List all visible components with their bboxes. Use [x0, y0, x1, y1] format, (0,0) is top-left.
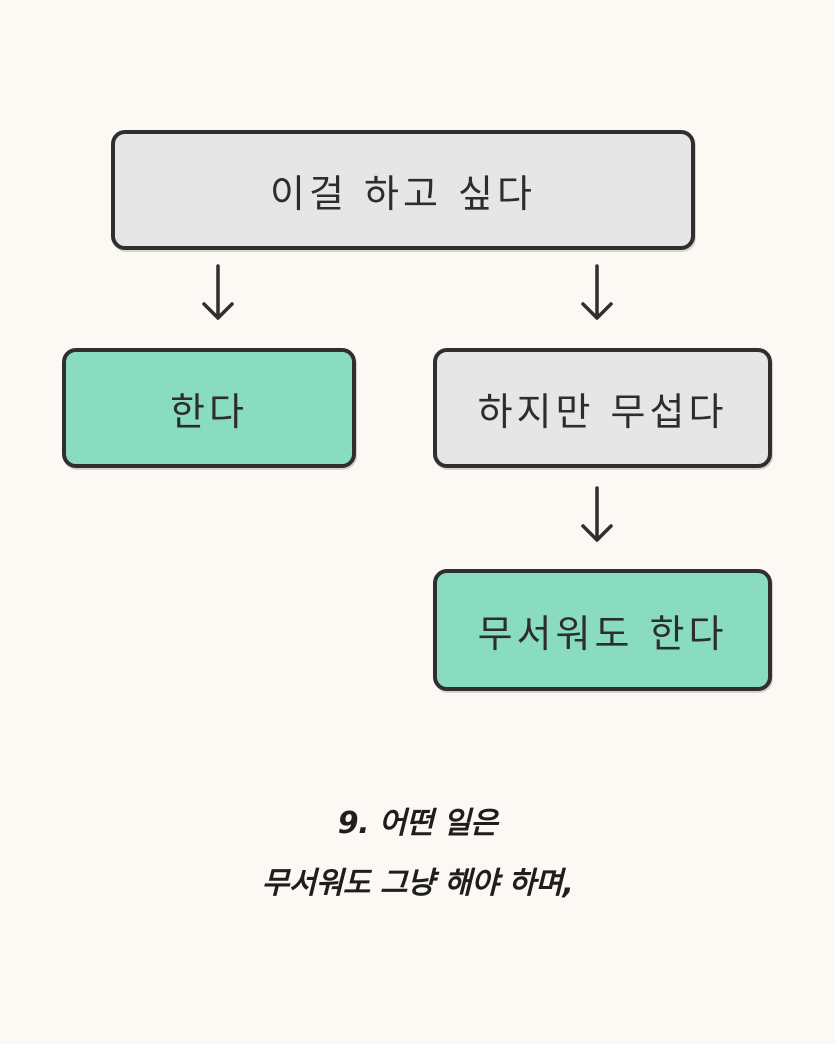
node-left-box: 한다 — [62, 348, 356, 468]
arrow-down-icon — [581, 264, 613, 320]
caption-line-1: 9. 어떤 일은 — [337, 806, 498, 841]
node-right-label: 하지만 무섭다 — [477, 389, 728, 434]
arrow-down-icon — [202, 264, 234, 320]
node-right-box: 하지만 무섭다 — [433, 348, 772, 468]
node-top-box: 이걸 하고 싶다 — [111, 130, 695, 250]
caption-line-2: 무서워도 그냥 해야 하며, — [261, 866, 574, 901]
node-bottom-box: 무서워도 한다 — [433, 569, 772, 691]
arrow-down-icon — [581, 486, 613, 542]
node-left-label: 한다 — [170, 389, 248, 434]
node-top-label: 이걸 하고 싶다 — [270, 171, 536, 216]
node-bottom-label: 무서워도 한다 — [477, 611, 728, 656]
